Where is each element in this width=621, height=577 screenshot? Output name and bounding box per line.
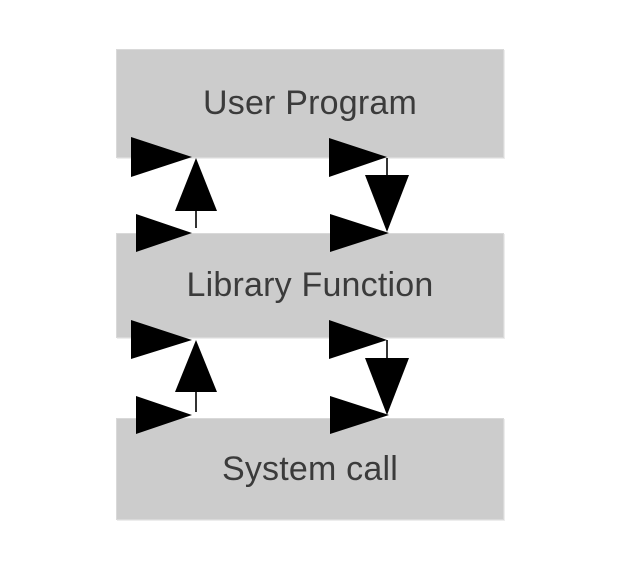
library-to-system-down-arrow-icon <box>365 358 409 415</box>
user-to-library-up-arrow-icon <box>175 158 217 211</box>
layer-label-system-call: System call <box>221 450 399 488</box>
layer-box-system-call[interactable] <box>116 418 504 520</box>
layer-label-library-function: Library Function <box>186 266 434 304</box>
user-to-library-down-arrow-icon <box>365 175 409 232</box>
layer-label-user-program: User Program <box>202 84 417 122</box>
library-to-system-up-arrow-icon <box>175 340 217 392</box>
